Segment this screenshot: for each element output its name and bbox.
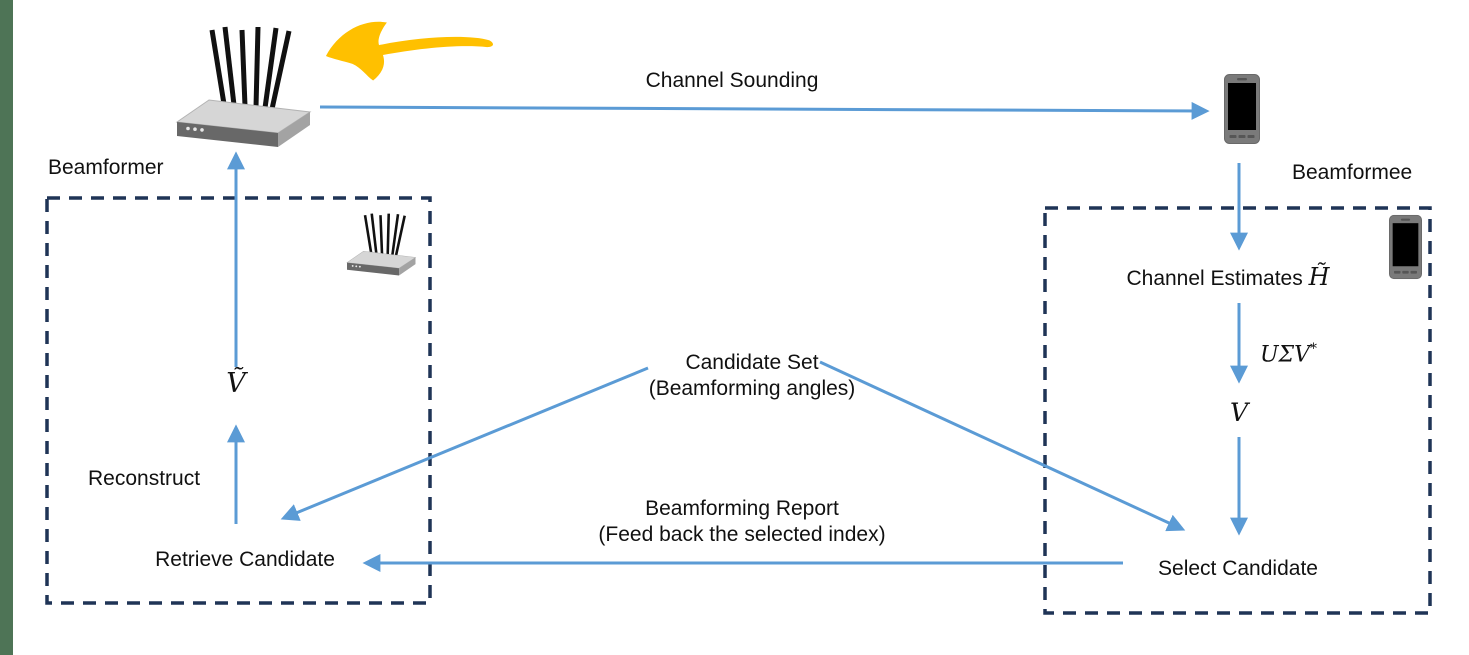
channel-estimates-label: Channel Estimates H̃ <box>1078 262 1378 292</box>
v-tilde-symbol: Ṽ <box>226 368 246 399</box>
v-symbol: V <box>1229 398 1249 427</box>
beamforming-report-line2: (Feed back the selected index) <box>598 523 886 547</box>
candidate-set-line1: Candidate Set <box>685 351 819 374</box>
candidate-set-line2: (Beamforming angles) <box>648 377 856 401</box>
channel-sounding-label: Channel Sounding <box>645 69 819 92</box>
beamforming-report-label: Beamforming Report (Feed back the select… <box>582 496 902 549</box>
candidate-set-to-select-arrow <box>819 360 1186 532</box>
left-edge-bar <box>0 0 13 655</box>
usv-expression: UΣV* <box>1260 341 1317 367</box>
beamformer-label: Beamformer <box>48 156 164 179</box>
beamforming-report-line1: Beamforming Report <box>645 497 839 520</box>
channel-sounding-arrow <box>319 101 1210 120</box>
candidate-set-label: Candidate Set (Beamforming angles) <box>602 350 902 403</box>
select-candidate-label: Select Candidate <box>1158 557 1318 580</box>
reconstruct-label: Reconstruct <box>88 467 201 490</box>
channel-estimates-text: Channel Estimates <box>1126 267 1303 290</box>
retrieve-candidate-label: Retrieve Candidate <box>155 548 335 571</box>
beamformer-box <box>45 196 432 605</box>
h-tilde-symbol: H̃ <box>1308 263 1330 291</box>
candidate-set-to-retrieve-arrow <box>280 366 649 521</box>
usv-text: UΣV <box>1260 342 1310 368</box>
usv-superscript: * <box>1309 341 1317 357</box>
beamformee-label: Beamformee <box>1292 161 1413 184</box>
